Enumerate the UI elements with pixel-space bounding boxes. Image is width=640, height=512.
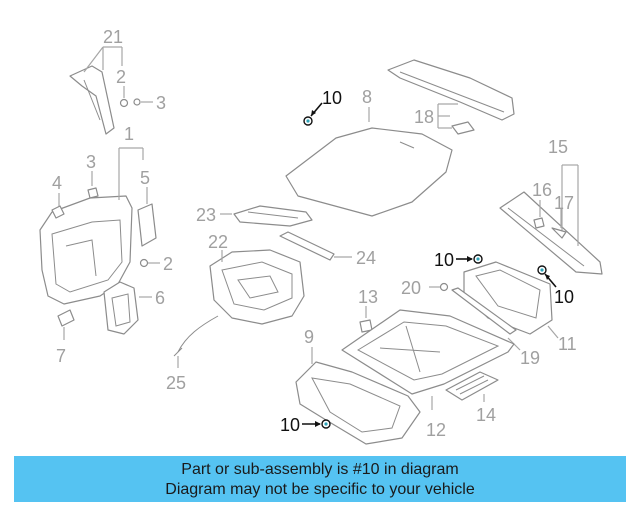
part-25-strap xyxy=(173,315,219,357)
part-15-sill-trim xyxy=(499,191,603,275)
part-5-cover xyxy=(137,203,157,247)
part-22-spare-tray xyxy=(209,249,305,325)
part-3-clip-lower xyxy=(87,187,99,199)
callout-10-right: 10 xyxy=(554,287,574,307)
callout-21: 21 xyxy=(103,27,123,47)
callout-25: 25 xyxy=(166,373,186,393)
part-7-clip xyxy=(57,309,75,327)
part-10-clip-right xyxy=(537,265,547,275)
callout-8: 8 xyxy=(362,87,372,107)
part-4-fastener xyxy=(51,205,65,219)
part-10-clip-top xyxy=(303,116,313,126)
callout-7: 7 xyxy=(56,346,66,366)
banner-line-1: Part or sub-assembly is #10 in diagram xyxy=(181,461,459,478)
callout-20: 20 xyxy=(401,278,421,298)
part-10-clip-bottom xyxy=(321,419,331,429)
part-23-jack xyxy=(233,205,313,227)
part-1-quarter-trim xyxy=(39,195,133,305)
callout-22: 22 xyxy=(208,232,228,252)
callout-4: 4 xyxy=(52,173,62,193)
callout-10-bottom: 10 xyxy=(280,415,300,435)
callout-3-upper: 3 xyxy=(156,93,166,113)
callout-5: 5 xyxy=(140,168,150,188)
callout-24: 24 xyxy=(356,248,376,268)
part-20-clip xyxy=(439,282,449,292)
part-16-clip xyxy=(533,217,545,229)
part-18-cover-bracket xyxy=(451,121,475,135)
callout-2-lower: 2 xyxy=(163,254,173,274)
part-19-trim-strip xyxy=(451,287,517,335)
part-8-cargo-mat xyxy=(285,127,453,217)
part-9-rear-panel xyxy=(295,361,421,445)
callout-1: 1 xyxy=(124,124,134,144)
part-2-clip-upper xyxy=(119,98,129,108)
banner-line-2: Diagram may not be specific to your vehi… xyxy=(165,481,475,498)
callout-11: 11 xyxy=(558,334,577,354)
part-21-pillar-trim xyxy=(69,65,115,135)
part-2-clip-lower xyxy=(139,258,149,268)
callout-13: 13 xyxy=(358,287,378,307)
callout-18: 18 xyxy=(414,107,434,127)
callout-19: 19 xyxy=(520,348,540,368)
callout-9: 9 xyxy=(304,327,314,347)
callout-23: 23 xyxy=(196,205,216,225)
part-6-bracket xyxy=(103,281,139,335)
parts-diagram: 21 2 3 1 3 4 5 2 6 xyxy=(39,27,603,445)
callout-17: 17 xyxy=(554,193,574,213)
part-17-clip xyxy=(551,227,567,239)
info-banner: Part or sub-assembly is #10 in diagram D… xyxy=(14,456,626,502)
callout-10-middle: 10 xyxy=(434,250,454,270)
callout-14: 14 xyxy=(476,405,496,425)
callout-6: 6 xyxy=(155,288,165,308)
part-3-screw-upper xyxy=(133,98,141,106)
callout-16: 16 xyxy=(532,180,552,200)
part-12-floor-frame xyxy=(341,309,515,395)
part-14-vent xyxy=(445,371,499,401)
callout-15: 15 xyxy=(548,137,568,157)
callout-10-top: 10 xyxy=(322,88,342,108)
callout-12: 12 xyxy=(426,420,446,440)
callout-2-upper: 2 xyxy=(116,67,126,87)
callout-3-lower: 3 xyxy=(86,152,96,172)
part-10-clip-middle xyxy=(473,254,483,264)
part-cargo-cover xyxy=(387,59,515,121)
part-24-wrench xyxy=(279,231,335,261)
